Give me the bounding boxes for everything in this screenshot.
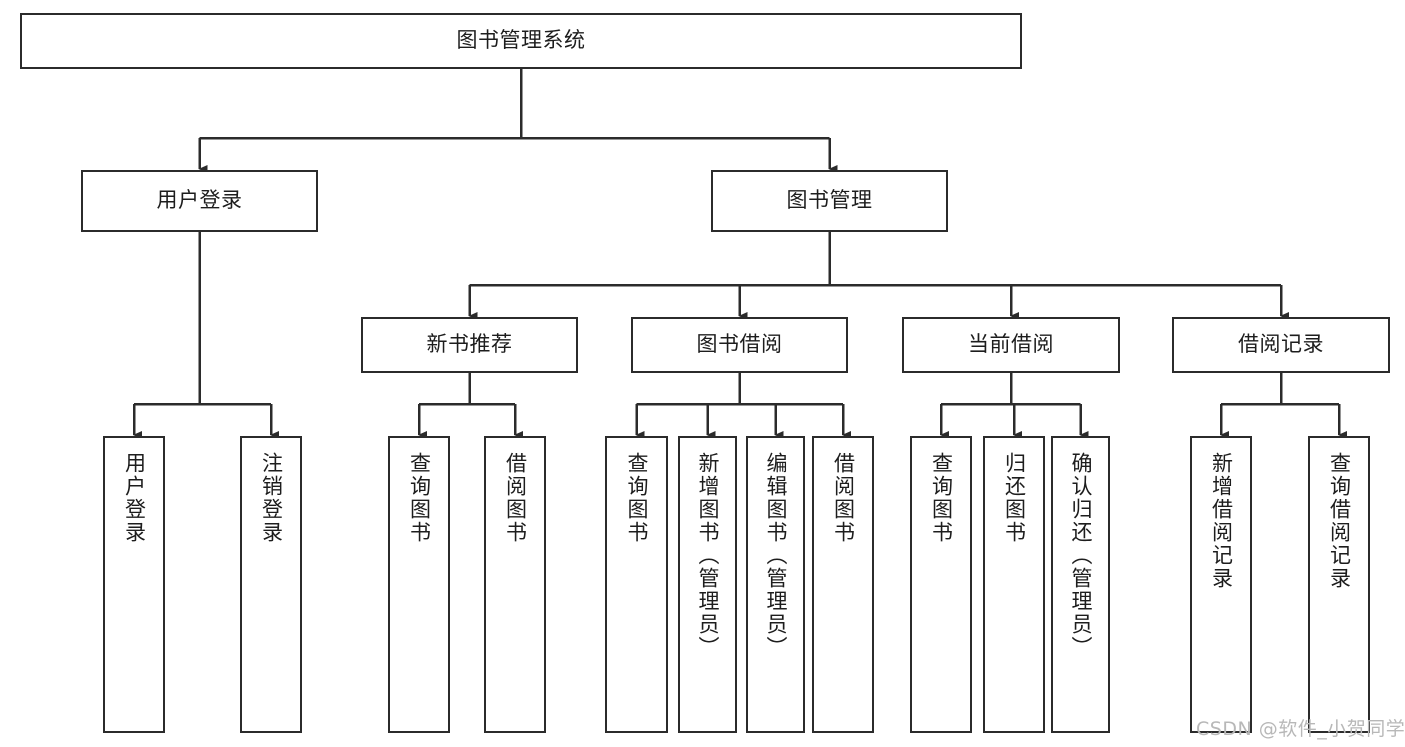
node-label: 借阅记录 [1238,332,1324,357]
node-label: 当前借阅 [968,332,1054,357]
node-label: 编辑图书（管理员） [764,452,788,659]
node-label: 查询图书 [407,452,432,544]
node-leaf-edit-book[interactable]: 编辑图书（管理员） [746,436,805,733]
node-leaf-borrow-book-1[interactable]: 借阅图书 [484,436,546,733]
node-label: 新书推荐 [426,332,513,357]
node-leaf-add-record[interactable]: 新增借阅记录 [1190,436,1252,733]
node-label: 图书借阅 [696,332,783,357]
node-user-login[interactable]: 用户登录 [81,170,318,232]
node-label: 图书管理 [786,188,873,213]
node-leaf-query-book-1[interactable]: 查询图书 [388,436,450,733]
node-leaf-return-book[interactable]: 归还图书 [983,436,1045,733]
node-label: 查询图书 [625,452,649,544]
node-leaf-borrow-book-2[interactable]: 借阅图书 [812,436,874,733]
node-label: 确认归还（管理员） [1069,452,1093,659]
node-book-borrow[interactable]: 图书借阅 [631,317,848,373]
node-root[interactable]: 图书管理系统 [20,13,1022,69]
node-leaf-add-book[interactable]: 新增图书（管理员） [678,436,737,733]
node-label: 新增借阅记录 [1209,452,1234,590]
node-label: 图书管理系统 [456,28,586,53]
node-label: 查询借阅记录 [1327,452,1352,590]
node-label: 注销登录 [259,452,284,544]
watermark-text: CSDN @软件_小贺同学 [1196,718,1405,740]
node-leaf-query-record[interactable]: 查询借阅记录 [1308,436,1370,733]
node-leaf-query-book-2[interactable]: 查询图书 [605,436,668,733]
node-label: 查询图书 [929,452,954,544]
node-current-borrow[interactable]: 当前借阅 [902,317,1120,373]
node-label: 用户登录 [122,452,147,544]
node-leaf-query-book-3[interactable]: 查询图书 [910,436,972,733]
node-label: 借阅图书 [503,452,528,544]
node-book-manage[interactable]: 图书管理 [711,170,948,232]
node-label: 借阅图书 [831,452,856,544]
node-label: 用户登录 [156,188,243,213]
node-new-book-rec[interactable]: 新书推荐 [361,317,578,373]
node-label: 归还图书 [1002,452,1027,544]
node-label: 新增图书（管理员） [696,452,720,659]
node-leaf-user-logout[interactable]: 注销登录 [240,436,302,733]
node-leaf-confirm-return[interactable]: 确认归还（管理员） [1051,436,1110,733]
node-leaf-user-login[interactable]: 用户登录 [103,436,165,733]
node-borrow-record[interactable]: 借阅记录 [1172,317,1390,373]
